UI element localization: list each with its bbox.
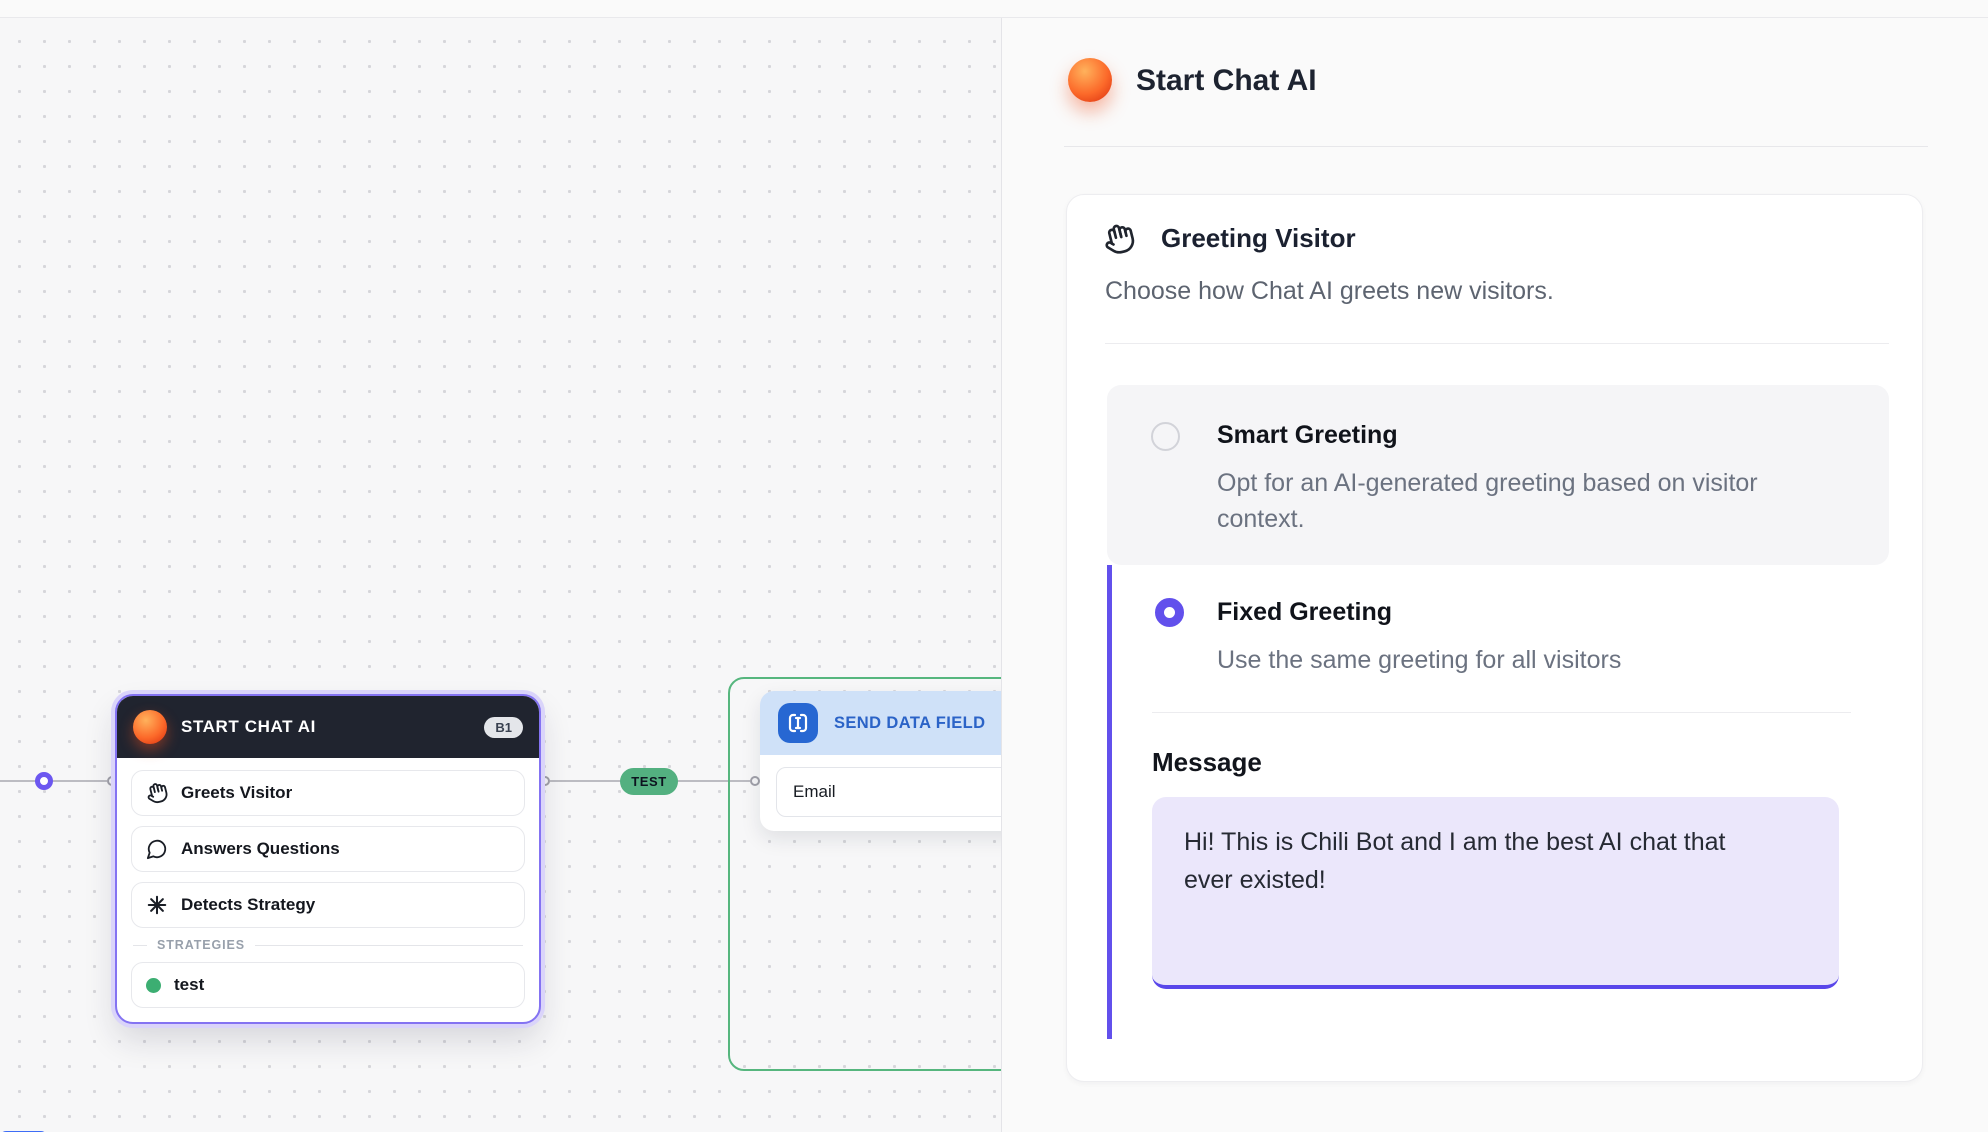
section-heading: Greeting Visitor: [1161, 223, 1356, 253]
greeting-settings-card: Greeting Visitor Choose how Chat AI gree…: [1066, 194, 1923, 1082]
settings-panel: Start Chat AI Greeting Visitor Choose ho…: [1002, 18, 1988, 1132]
message-text: Hi! This is Chili Bot and I am the best …: [1184, 828, 1726, 894]
send-node-title: SEND DATA FIELD: [834, 713, 986, 732]
hand-icon: [1103, 223, 1135, 255]
option-title: Fixed Greeting: [1217, 598, 1393, 626]
start-node-title: START CHAT AI: [181, 717, 316, 736]
section-subheading: Choose how Chat AI greets new visitors.: [1105, 277, 1554, 305]
message-textarea[interactable]: Hi! This is Chili Bot and I am the best …: [1152, 797, 1839, 989]
option-fixed-greeting[interactable]: Fixed Greeting Use the same greeting for…: [1107, 565, 1889, 1039]
start-node-header[interactable]: START CHAT AI B1: [117, 696, 539, 758]
start-node-body: Greets Visitor Answers Questions Detects…: [117, 758, 539, 1022]
strategy-label: test: [174, 975, 205, 994]
node-item-greets-visitor[interactable]: Greets Visitor: [131, 770, 525, 816]
section-divider: [1105, 343, 1889, 344]
edge-incoming: [0, 780, 107, 782]
node-item-label: Greets Visitor: [181, 783, 293, 802]
data-field-icon: [778, 703, 818, 743]
edge-label-test[interactable]: TEST: [620, 768, 678, 795]
email-field[interactable]: Email: [776, 767, 1001, 817]
option-description: Use the same greeting for all visitors: [1217, 646, 1622, 674]
option-smart-greeting[interactable]: Smart Greeting Opt for an AI-generated g…: [1107, 385, 1889, 565]
panel-divider: [1064, 146, 1928, 147]
chat-ai-flame-icon: [133, 710, 167, 744]
node-item-answers-questions[interactable]: Answers Questions: [131, 826, 525, 872]
send-node-body: Email: [760, 755, 1001, 831]
message-label: Message: [1152, 747, 1262, 777]
send-data-field-node[interactable]: SEND DATA FIELD Email: [760, 691, 1001, 831]
send-data-group-outline[interactable]: [728, 677, 1001, 1071]
strategy-status-dot: [146, 977, 161, 993]
top-bar: [0, 0, 1988, 18]
asterisk-icon: [146, 894, 168, 916]
edge-connection-dot[interactable]: [35, 772, 53, 790]
strategy-item-test[interactable]: test: [131, 962, 525, 1008]
smart-greeting-radio[interactable]: [1151, 422, 1180, 451]
option-description: Opt for an AI-generated greeting based o…: [1217, 469, 1758, 533]
option-title: Smart Greeting: [1217, 421, 1398, 449]
send-node-left-handle[interactable]: [750, 776, 760, 786]
node-item-label: Detects Strategy: [181, 895, 316, 914]
start-chat-ai-node[interactable]: START CHAT AI B1 Greets Visitor A: [115, 694, 541, 1024]
flow-canvas[interactable]: TEST START CHAT AI B1 Greets Visitor: [0, 18, 1002, 1132]
start-node-right-handle[interactable]: [540, 776, 550, 786]
strategies-section-label: STRATEGIES: [133, 938, 523, 952]
message-divider: [1152, 712, 1851, 713]
greeting-options: Smart Greeting Opt for an AI-generated g…: [1107, 385, 1889, 1039]
chat-bubble-icon: [146, 838, 168, 860]
panel-title: Start Chat AI: [1136, 64, 1317, 97]
start-node-badge: B1: [484, 716, 523, 738]
chat-ai-flame-icon: [1068, 58, 1112, 102]
hand-icon: [146, 782, 168, 804]
fixed-greeting-radio[interactable]: [1155, 598, 1184, 627]
node-item-detects-strategy[interactable]: Detects Strategy: [131, 882, 525, 928]
send-node-header[interactable]: SEND DATA FIELD: [760, 691, 1001, 755]
node-item-label: Answers Questions: [181, 839, 340, 858]
